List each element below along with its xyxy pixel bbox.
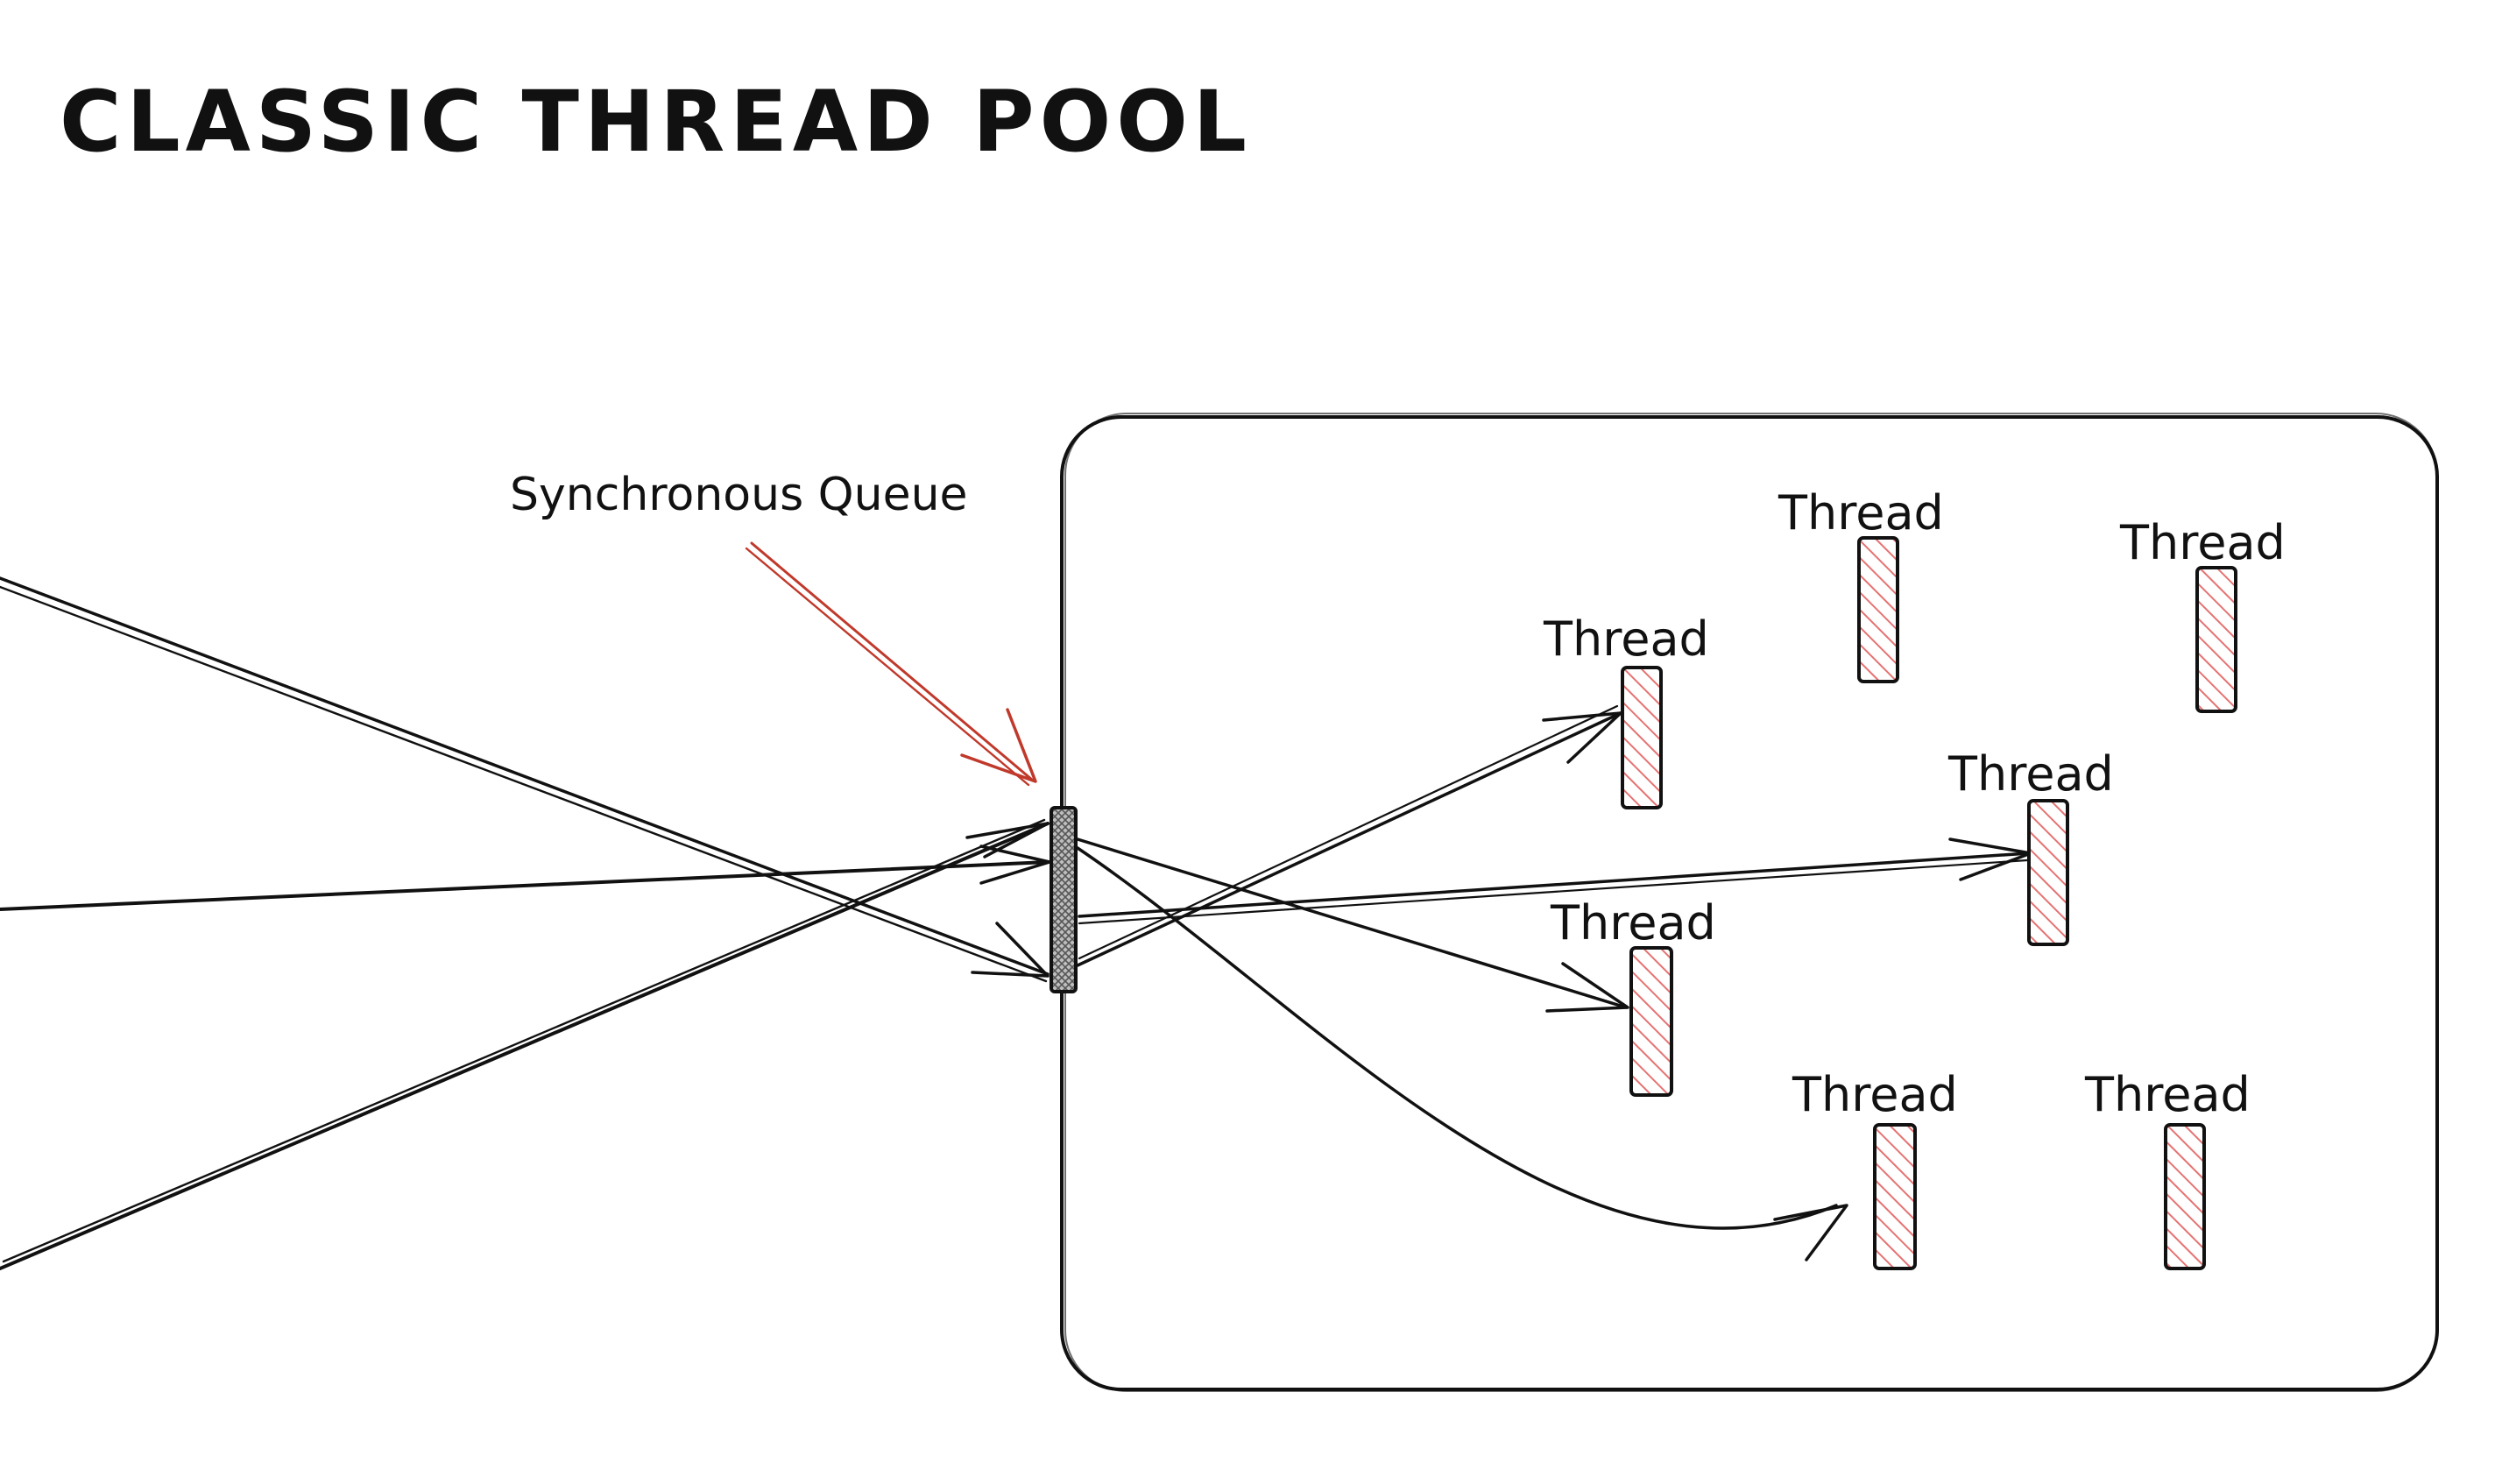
thread-label: Thread	[1792, 1067, 1958, 1122]
diagram-title: CLASSIC THREAD POOL	[60, 73, 1252, 171]
thread-label: Thread	[1778, 485, 1944, 541]
thread-label: Thread	[1550, 895, 1716, 950]
thread-label: Thread	[2119, 515, 2286, 570]
thread-label: Thread	[1947, 746, 2114, 802]
thread-1: Thread	[1543, 611, 1709, 809]
thread-bar	[2164, 1123, 2206, 1270]
thread-bar	[2195, 566, 2237, 713]
thread-2: Thread	[1778, 485, 1944, 683]
thread-5: Thread	[1550, 895, 1716, 1097]
thread-label: Thread	[2084, 1067, 2251, 1122]
thread-label: Thread	[1543, 611, 1709, 667]
queue-label: Synchronous Queue	[510, 469, 968, 521]
thread-bar	[1621, 666, 1663, 809]
thread-4: Thread	[1947, 746, 2114, 946]
thread-bar	[1629, 946, 1673, 1097]
thread-3: Thread	[2119, 515, 2286, 713]
thread-7: Thread	[2084, 1067, 2251, 1270]
thread-6: Thread	[1792, 1067, 1958, 1270]
thread-bar	[1857, 536, 1899, 683]
thread-bar	[1873, 1123, 1917, 1270]
thread-bar	[2027, 799, 2069, 946]
queue-pointer-arrow	[745, 541, 1037, 787]
synchronous-queue	[1050, 806, 1078, 993]
incoming-arrows	[0, 576, 1051, 1270]
